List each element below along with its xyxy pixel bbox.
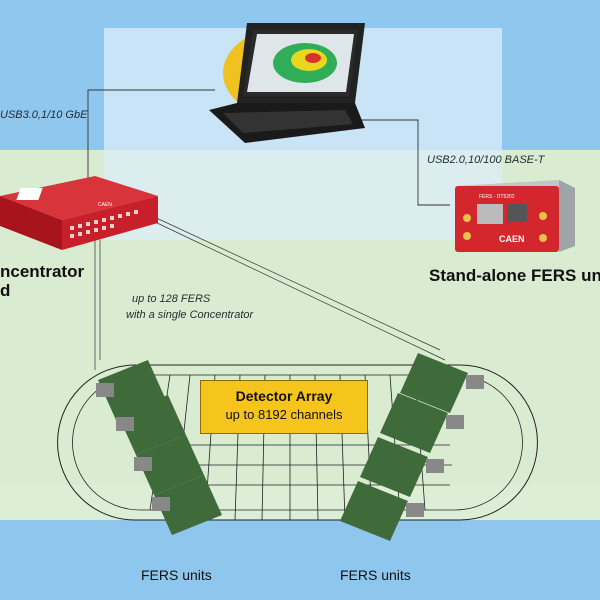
fers-units-right-label: FERS units (340, 567, 411, 583)
concentrator-title-2: d (0, 281, 11, 300)
device-brand: CAEN (499, 234, 525, 244)
standalone-device-icon: FERS - DT5202 CAEN (455, 180, 575, 252)
detector-array-box: Detector Array up to 8192 channels (200, 380, 368, 434)
fers-capacity-label-2: with a single Concentrator (126, 309, 254, 321)
fers-boards-right (340, 353, 484, 541)
fers-boards-left (96, 360, 222, 535)
device-caption: FERS - DT5202 (479, 194, 515, 200)
brand-text: CAEN (98, 202, 112, 208)
detector-title: Detector Array (235, 388, 333, 404)
detector-subtitle: up to 8192 channels (225, 407, 343, 422)
standalone-title: Stand-alone FERS uni (429, 266, 600, 285)
lower-background (0, 485, 600, 520)
fers-units-left-label: FERS units (141, 567, 212, 583)
standalone-link-label: USB2.0,10/100 BASE-T (427, 154, 545, 166)
concentrator-device-icon: CAEN (0, 176, 158, 250)
concentrator-link-label: USB3.0,1/10 GbE (0, 109, 88, 121)
laptop-icon (209, 23, 365, 143)
fers-capacity-label: up to 128 FERS (132, 293, 211, 305)
concentrator-title: ncentrator (0, 262, 85, 281)
bottom-background (0, 520, 600, 600)
